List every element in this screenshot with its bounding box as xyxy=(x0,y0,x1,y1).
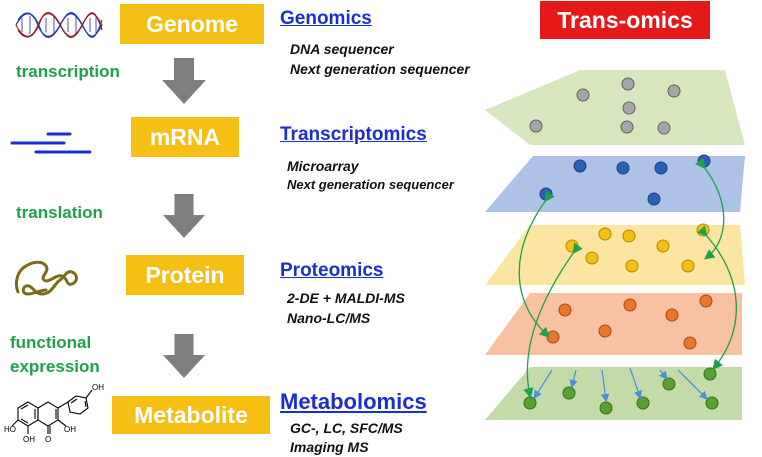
protein-node xyxy=(656,239,670,253)
genome-node xyxy=(667,84,681,98)
genome-box: Genome xyxy=(120,4,264,44)
technique-item: GC-, LC, SFC/MS xyxy=(290,420,403,436)
technique-item: Imaging MS xyxy=(290,439,369,455)
transcript-node xyxy=(539,187,553,201)
technique-item: DNA sequencer xyxy=(290,41,394,57)
genome-layer-plane xyxy=(485,70,745,145)
transcription-label: transcription xyxy=(16,62,120,81)
metabolite-node xyxy=(705,396,719,410)
translation-label: translation xyxy=(16,203,103,222)
transcript-node xyxy=(654,161,668,175)
regulation-arrow xyxy=(523,242,583,399)
transcript-node xyxy=(573,159,587,173)
technique-item: Next generation sequencer xyxy=(290,61,470,77)
protein-fold-icon xyxy=(14,260,78,296)
flow-arrow xyxy=(659,369,668,380)
flow-arrow xyxy=(601,369,610,403)
down-arrow-icon xyxy=(162,334,206,378)
protein-node xyxy=(598,227,612,241)
phospho-node xyxy=(598,324,612,338)
phospho-node xyxy=(683,336,697,350)
regulation-arrow xyxy=(696,225,737,371)
metabolite-node xyxy=(662,377,676,391)
metabolite-box: Metabolite xyxy=(112,396,270,434)
mrna-strands-icon xyxy=(10,132,92,154)
flow-arrow xyxy=(677,369,708,400)
metabolite-node xyxy=(523,396,537,410)
genome-node xyxy=(576,88,590,102)
metabolite-node xyxy=(562,386,576,400)
metabolite-node xyxy=(636,396,650,410)
phospho-node xyxy=(699,294,713,308)
transcript-node xyxy=(697,154,711,168)
metabolome-layer-plane xyxy=(485,367,742,420)
metabolite-node xyxy=(703,367,717,381)
functional-expression-label-line1: functional xyxy=(10,333,92,352)
metabolomics-title: Metabolomics xyxy=(280,389,427,414)
genome-node xyxy=(657,121,671,135)
metabolite-structure-icon: OH HO O OH OH xyxy=(4,383,104,444)
dna-helix-icon xyxy=(15,12,103,38)
transcript-node xyxy=(647,192,661,206)
phospho-node xyxy=(546,330,560,344)
transcript-node xyxy=(616,161,630,175)
structure-oh-top: OH xyxy=(92,383,104,392)
protein-box: Protein xyxy=(126,255,244,295)
metabolite-node xyxy=(599,401,613,415)
genome-node xyxy=(620,120,634,134)
technique-item: Nano-LC/MS xyxy=(287,310,371,326)
genome-node xyxy=(621,77,635,91)
phospho-node xyxy=(665,308,679,322)
phospho-node xyxy=(623,298,637,312)
technique-item: 2-DE + MALDI-MS xyxy=(287,290,405,306)
phospho-node xyxy=(558,303,572,317)
protein-node xyxy=(622,229,636,243)
protein-node xyxy=(585,251,599,265)
genome-node xyxy=(529,119,543,133)
structure-oh-right: OH xyxy=(64,425,76,434)
genomics-title: Genomics xyxy=(280,8,372,29)
technique-item: Microarray xyxy=(287,158,359,174)
protein-node xyxy=(565,239,579,253)
protein-node xyxy=(625,259,639,273)
protein-node xyxy=(681,259,695,273)
flow-arrow xyxy=(629,367,643,400)
genome-node xyxy=(622,101,636,115)
down-arrow-icon xyxy=(162,58,206,104)
mrna-box: mRNA xyxy=(131,117,239,157)
proteomics-title: Proteomics xyxy=(280,260,384,281)
structure-o-carbonyl: O xyxy=(45,435,51,444)
technique-item: Next generation sequencer xyxy=(287,177,454,192)
trans-omics-banner: Trans-omics xyxy=(540,1,710,39)
structure-oh-bottom: OH xyxy=(23,435,35,444)
down-arrow-icon xyxy=(162,194,206,238)
protein-node xyxy=(696,223,710,237)
transcriptomics-title: Transcriptomics xyxy=(280,124,427,145)
structure-ho-left: HO xyxy=(4,425,16,434)
functional-expression-label-line2: expression xyxy=(10,357,100,376)
